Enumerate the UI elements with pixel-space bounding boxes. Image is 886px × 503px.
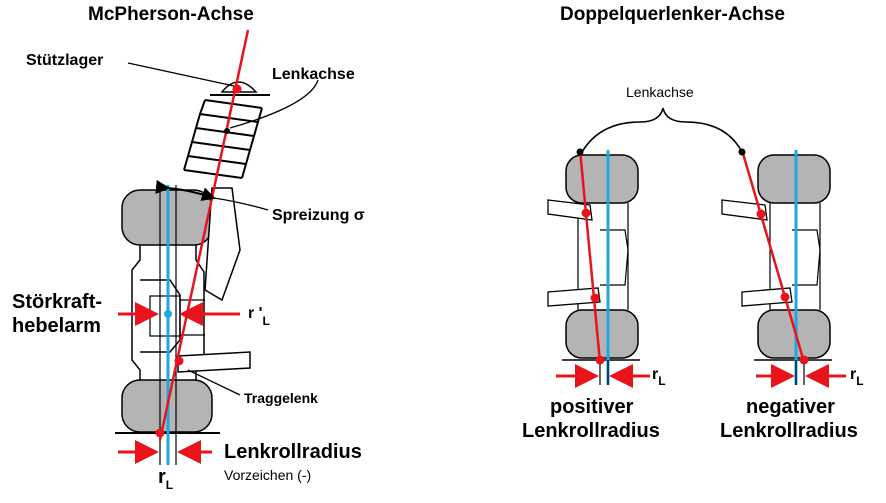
- negativer-label: negativer: [746, 396, 835, 418]
- mcpherson-title: McPherson-Achse: [88, 4, 254, 25]
- negativer-lenkrollradius-label: Lenkrollradius: [720, 420, 858, 442]
- lenkachse-brace: [581, 107, 743, 153]
- mcpherson-strut-drawing: [115, 29, 319, 465]
- lenkachse-label: Lenkachse: [272, 66, 355, 83]
- stuetzlager-label: Stützlager: [26, 52, 104, 69]
- rl-label-left: rL: [158, 466, 174, 492]
- positive-wheel-drawing: [547, 148, 650, 388]
- steering-axis-line: [158, 29, 250, 441]
- r-prime-label: r 'L: [248, 305, 270, 328]
- negative-wheel-drawing: [721, 148, 846, 388]
- control-arm: [177, 351, 251, 373]
- traggelenk-label: Traggelenk: [244, 390, 318, 406]
- positiver-label: positiver: [550, 396, 634, 418]
- stoerkraft-label-line1: Störkraft-: [12, 291, 103, 313]
- spreizung-arc: [155, 179, 216, 201]
- spreizung-label: Spreizung σ: [272, 207, 365, 224]
- coil-spring: [183, 99, 263, 179]
- lenkachse-label-right: Lenkachse: [626, 84, 694, 100]
- ground-point: [155, 428, 165, 438]
- doppelquerlenker-title: Doppelquerlenker-Achse: [560, 4, 785, 25]
- stoerkraft-label-line2: hebelarm: [12, 315, 101, 337]
- top-mount-point: [232, 84, 242, 94]
- lenkachse-leader: [229, 79, 319, 129]
- positiver-lenkrollradius-label: Lenkrollradius: [522, 420, 660, 442]
- stuetzlager-leader: [127, 62, 235, 87]
- spring-point: [224, 128, 230, 134]
- traggelenk-leader: [187, 369, 241, 396]
- rl-label-positive: rL: [652, 366, 666, 388]
- vorzeichen-label: Vorzeichen (-): [224, 467, 312, 483]
- lenkrollradius-label: Lenkrollradius: [224, 441, 362, 463]
- rl-label-negative: rL: [850, 366, 864, 388]
- strut-tube: [204, 187, 241, 302]
- ball-joint-point: [174, 356, 184, 366]
- hub-point: [164, 310, 172, 318]
